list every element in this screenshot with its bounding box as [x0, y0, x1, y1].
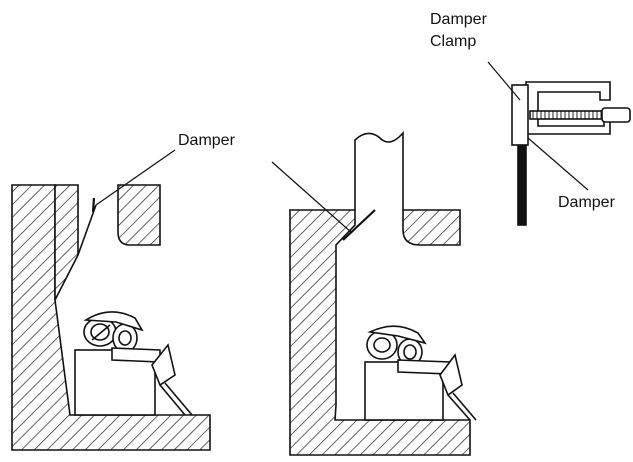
middle-damper-plate	[342, 209, 376, 241]
left-fire-tools	[151, 343, 193, 416]
middle-fireplace-lintel	[402, 209, 461, 246]
left-fireplace-lintel	[117, 184, 161, 246]
damper-clamp-detail	[511, 81, 631, 226]
right-damper-label: Damper	[558, 194, 616, 211]
damper-clamp-leader-line	[487, 61, 521, 101]
middle-fireplace-masonry	[289, 209, 471, 456]
left-fireplace	[11, 184, 211, 451]
left-damper-leader-line	[95, 149, 176, 206]
middle-damper-leader-line	[271, 161, 353, 234]
middle-logs	[366, 325, 451, 375]
damper-clamp-jaw	[511, 84, 529, 146]
left-fireplace-smoke-shelf	[54, 184, 79, 301]
damper-clamp-label-line2: Clamp	[430, 33, 476, 50]
left-damper-label: Damper	[178, 132, 236, 149]
middle-fireplace	[289, 130, 477, 456]
damper-clamp-knob	[601, 107, 631, 123]
left-logs	[83, 311, 161, 363]
right-damper-leader-line	[527, 137, 589, 191]
damper-clamp-frame	[525, 81, 611, 135]
left-damper-plate	[91, 197, 96, 213]
middle-fire-tools	[439, 353, 477, 421]
damper-clamp-screw	[529, 110, 603, 120]
left-fireplace-throat-line	[77, 204, 97, 256]
middle-chimney-flue	[354, 130, 404, 210]
damper-clamp-label-line1: Damper	[430, 11, 488, 28]
